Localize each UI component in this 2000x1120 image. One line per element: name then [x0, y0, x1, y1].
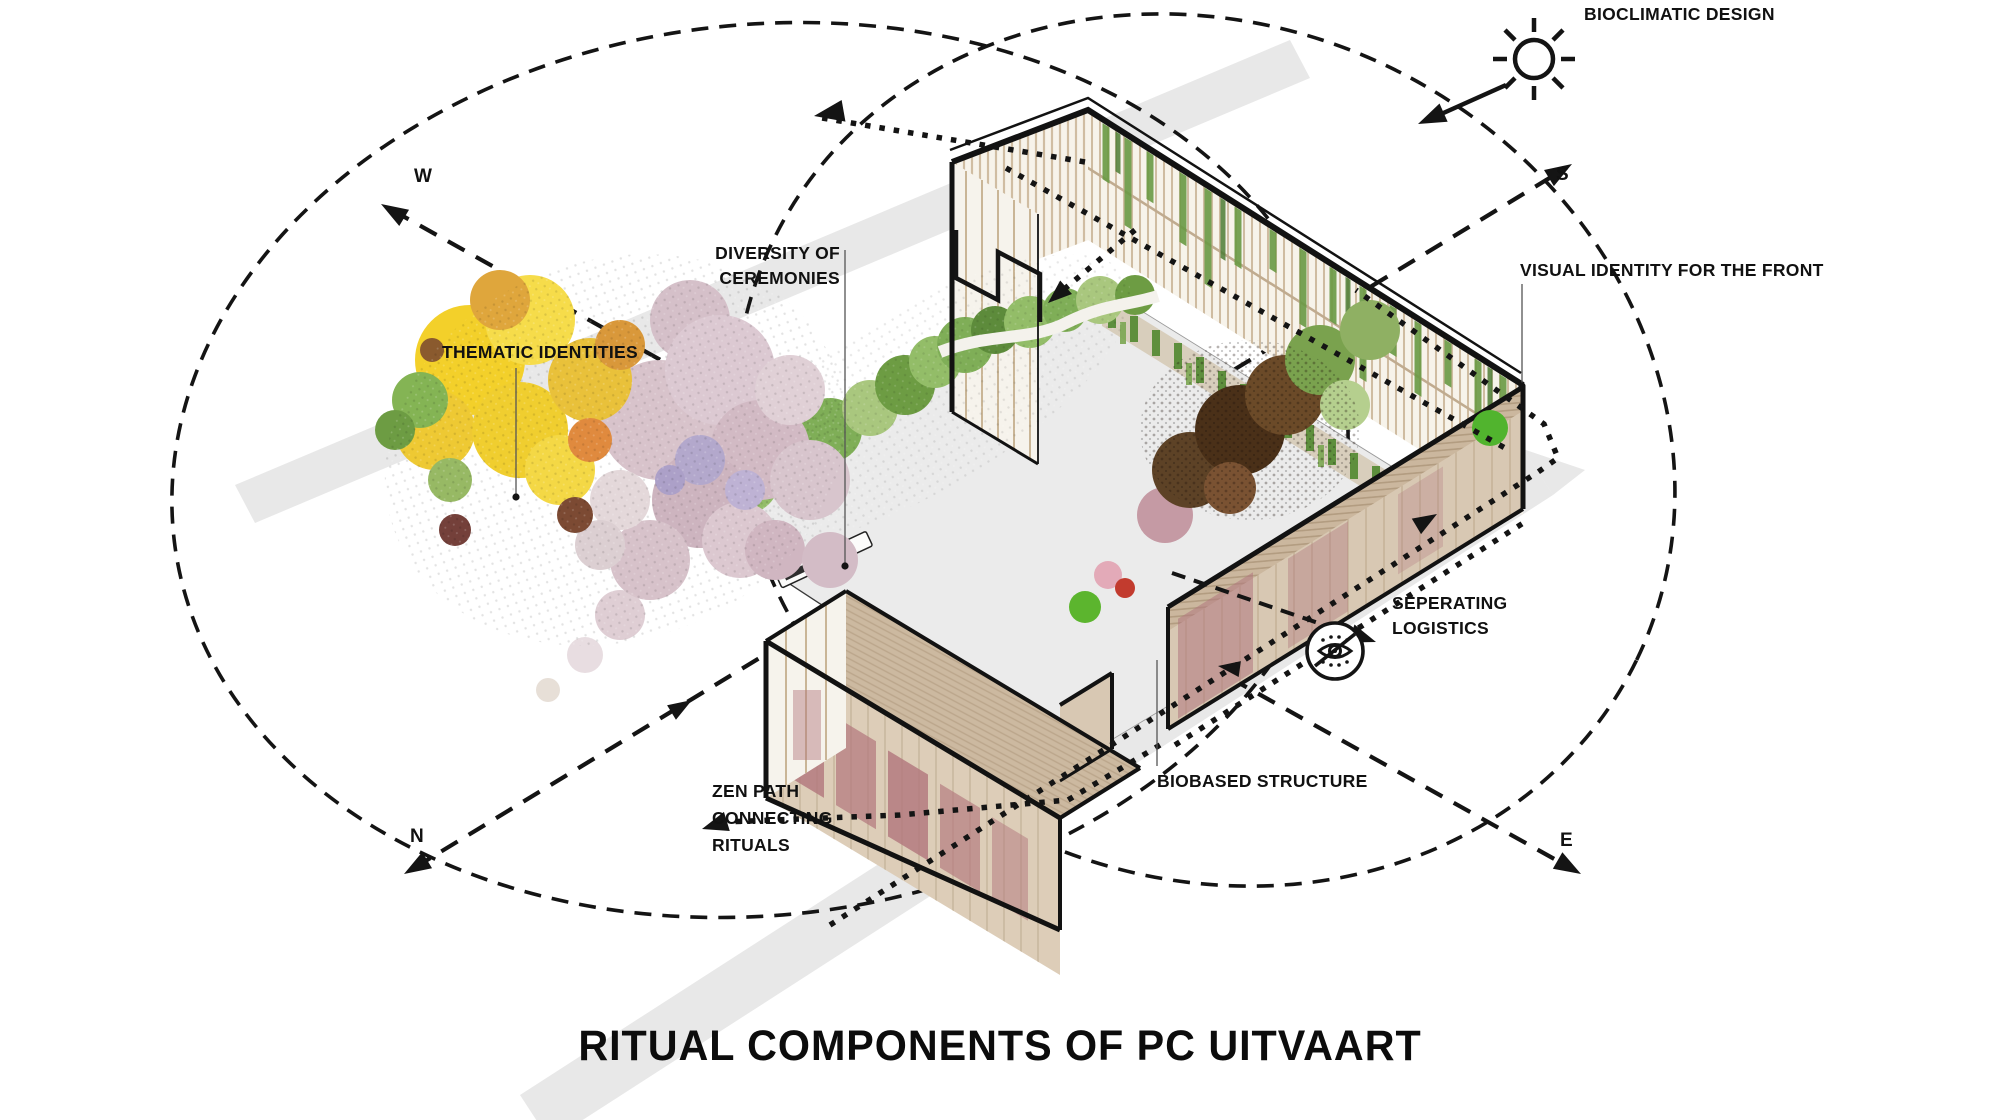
label-line: CONNECTING: [712, 808, 833, 828]
label-biobased-structure: BIOBASED STRUCTURE: [1157, 771, 1368, 791]
label-bioclimatic-design: BIOCLIMATIC DESIGN: [1584, 4, 1775, 24]
north-arrow-icon: [404, 851, 433, 874]
page-title: RITUAL COMPONENTS OF PC UITVAART: [578, 1022, 1422, 1070]
label-zen-path: ZEN PATH CONNECTING RITUALS: [712, 778, 833, 859]
label-visual-identity: VISUAL IDENTITY FOR THE FRONT: [1520, 260, 1824, 280]
sun-icon: [1493, 18, 1575, 100]
label-line: LOGISTICS: [1392, 618, 1490, 638]
label-diversity-of-ceremonies: DIVERSITY OF CEREMONIES: [660, 241, 840, 291]
compass-label-west: W: [414, 166, 432, 187]
building-outline: [763, 96, 1526, 933]
east-arrow-icon: [1552, 852, 1581, 874]
sun-direction-arrow: [1418, 82, 1507, 124]
courtyard-trees: [1069, 300, 1508, 623]
label-line: SEPERATING: [1392, 593, 1508, 613]
compass-label-east: E: [1560, 830, 1573, 851]
label-line: CEREMONIES: [719, 268, 840, 288]
label-seperating-logistics: SEPERATING LOGISTICS: [1392, 591, 1507, 641]
courtyard-doorway: [953, 230, 1043, 322]
west-arrow-icon: [381, 204, 410, 227]
hidden-eye-icon: [1305, 621, 1365, 681]
front-right-wall: [1168, 386, 1523, 729]
south-arrow-icon: [1544, 164, 1572, 187]
label-line: ZEN PATH: [712, 781, 800, 801]
compass-label-north: N: [410, 826, 424, 847]
label-thematic-identities: THEMATIC IDENTITIES: [442, 342, 638, 362]
label-line: DIVERSITY OF: [715, 243, 840, 263]
thematic-tree-cluster: [375, 254, 858, 702]
zen-path-dots: [723, 115, 1562, 928]
leader-dots: [512, 382, 1526, 570]
path-exit-arrow-icon: [814, 99, 846, 122]
leader-lines: [515, 250, 1523, 766]
sw-wing: [766, 591, 1140, 976]
compass-label-south: S: [1556, 164, 1569, 185]
label-line: RITUALS: [712, 835, 790, 855]
zen-path-arrows: [702, 99, 1437, 831]
